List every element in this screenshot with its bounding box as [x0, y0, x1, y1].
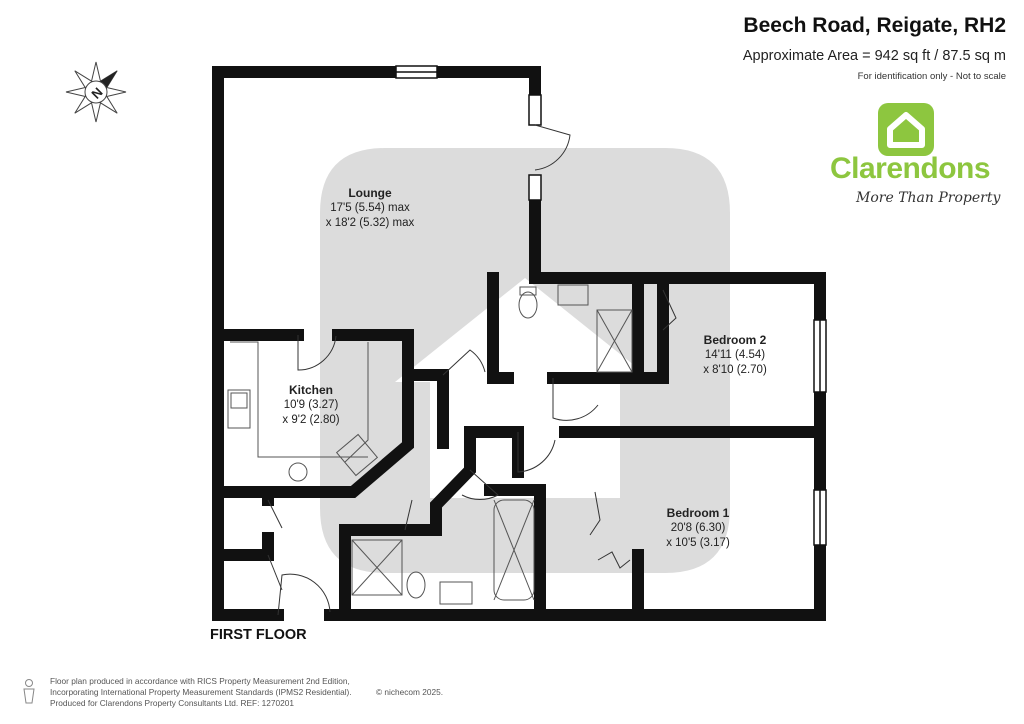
person-icon [23, 679, 35, 704]
brand-tagline: More Than Property [856, 190, 1001, 206]
room-dimension: 17'5 (5.54) max [330, 202, 410, 214]
fixtures [227, 284, 633, 605]
property-title: Beech Road, Reigate, RH2 [743, 14, 1006, 37]
footer-copyright: © nichecom 2025. [376, 687, 443, 697]
room-dimension: 20'8 (6.30) [670, 522, 726, 534]
room-dimension: x 10'5 (3.17) [666, 537, 730, 549]
watermark-house [395, 278, 655, 498]
footer-line: Floor plan produced in accordance with R… [50, 676, 350, 686]
house-icon [887, 112, 925, 148]
room-dimension: x 8'10 (2.70) [703, 364, 767, 376]
footer-notes: Floor plan produced in accordance with R… [50, 676, 443, 709]
room-bedroom-2: Bedroom 2 14'11 (4.54) x 8'10 (2.70) [680, 333, 790, 378]
room-kitchen: Kitchen 10'9 (3.27) x 9'2 (2.80) [256, 383, 366, 428]
footer-line: Incorporating International Property Mea… [50, 687, 352, 697]
room-dimension: 14'11 (4.54) [704, 349, 766, 361]
disclaimer-text: For identification only - Not to scale [857, 71, 1006, 82]
doors [267, 124, 677, 616]
room-dimension: x 9'2 (2.80) [282, 414, 340, 426]
room-name: Bedroom 2 [703, 333, 767, 347]
room-dimension: x 18'2 (5.32) max [325, 217, 415, 229]
room-name: Kitchen [288, 383, 333, 397]
room-bedroom-1: Bedroom 1 20'8 (6.30) x 10'5 (3.17) [643, 506, 753, 551]
brand-name: Clarendons [830, 152, 991, 185]
room-dimension: 10'9 (3.27) [283, 399, 339, 411]
room-lounge: Lounge 17'5 (5.54) max x 18'2 (5.32) max [300, 186, 440, 231]
compass-icon [65, 61, 127, 123]
floor-label: FIRST FLOOR [210, 627, 307, 643]
windows [395, 65, 827, 546]
brand-house-icon [878, 103, 934, 156]
area-text: Approximate Area = 942 sq ft / 87.5 sq m [742, 48, 1006, 64]
room-name: Bedroom 1 [666, 506, 730, 520]
footer-line: Produced for Clarendons Property Consult… [50, 698, 294, 708]
room-name: Lounge [348, 186, 392, 200]
